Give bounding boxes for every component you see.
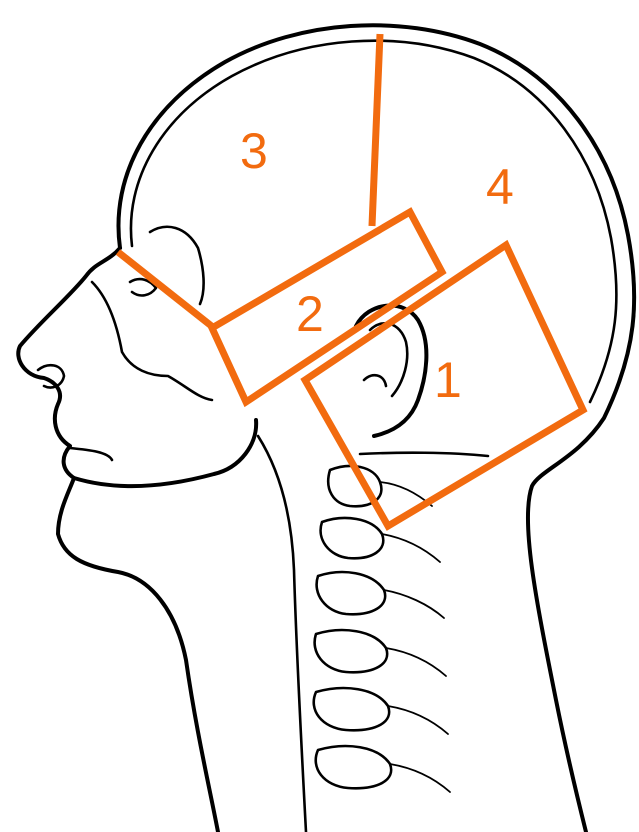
zone-1-label: 1	[434, 352, 462, 408]
zone-4-label: 4	[486, 159, 514, 215]
cheek-contour	[92, 282, 212, 400]
eyebrow	[150, 227, 204, 304]
zone-2-label: 2	[296, 286, 324, 342]
zone-3-4-divider	[372, 34, 380, 226]
skull-base-line	[360, 453, 488, 456]
ear-canal	[364, 375, 386, 386]
zone-3-lower-boundary	[118, 252, 214, 328]
zone-3-label: 3	[240, 123, 268, 179]
neck-front-inner	[258, 436, 306, 832]
head-drawing	[18, 25, 634, 832]
mouth-line	[70, 448, 112, 460]
